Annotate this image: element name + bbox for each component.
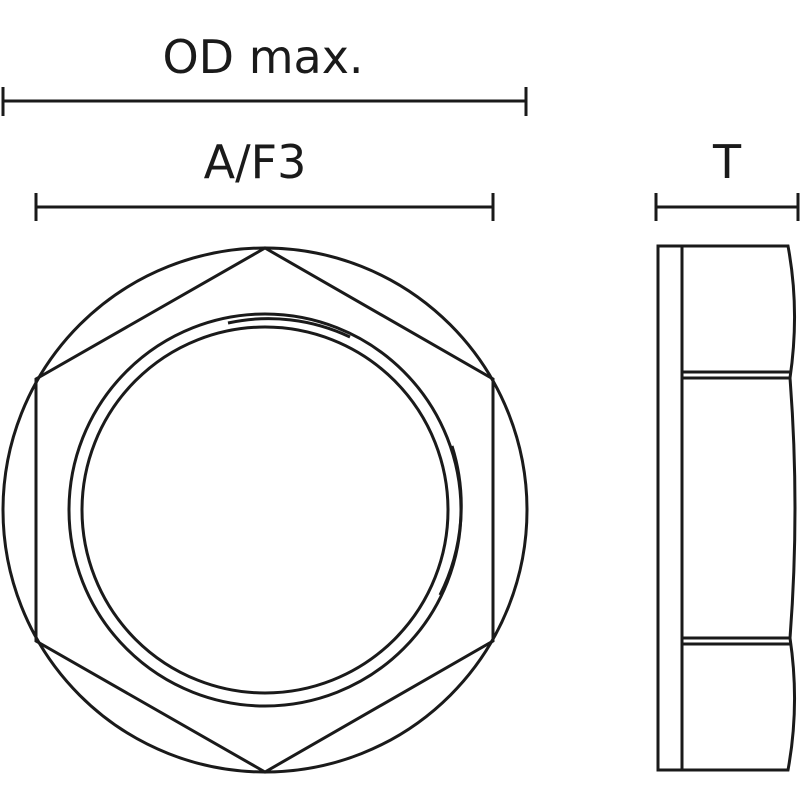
thickness-label: T [712, 135, 742, 189]
hexagon-outline [34, 246, 495, 774]
thread-inner-circle [80, 325, 450, 695]
od-max-label: OD max. [162, 30, 363, 84]
af-dimension: A/F3 [34, 135, 495, 221]
thread-arc-right [438, 445, 463, 596]
thread-outer-circle [67, 312, 463, 708]
front-view [1, 246, 529, 774]
af-label: A/F3 [204, 135, 307, 189]
thickness-dimension: T [654, 135, 800, 221]
side-view [656, 244, 797, 772]
side-outline [656, 244, 797, 772]
thread-arc-top [227, 317, 351, 339]
od-max-dimension: OD max. [1, 30, 528, 116]
